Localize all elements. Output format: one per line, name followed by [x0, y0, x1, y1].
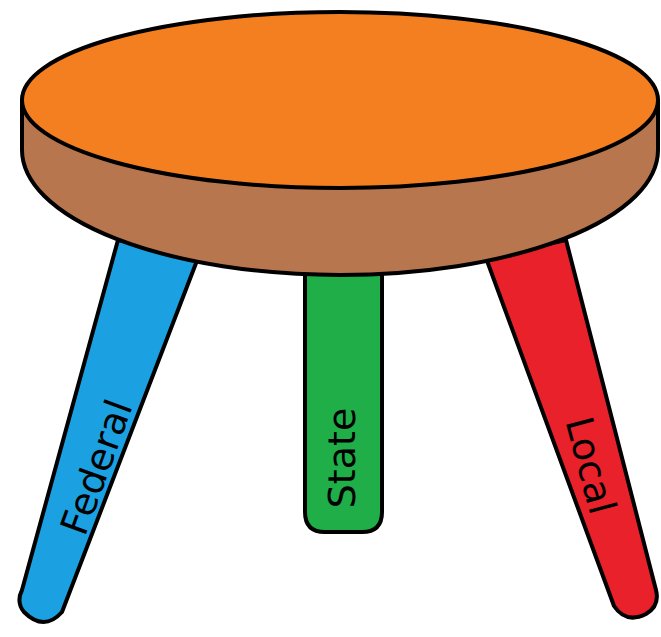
leg-label: State	[321, 406, 363, 511]
seat-top	[22, 12, 658, 188]
stool-leg	[486, 240, 657, 618]
stool-leg	[305, 255, 382, 532]
stool-leg	[19, 240, 198, 622]
stool-leg-label: State	[321, 406, 365, 511]
